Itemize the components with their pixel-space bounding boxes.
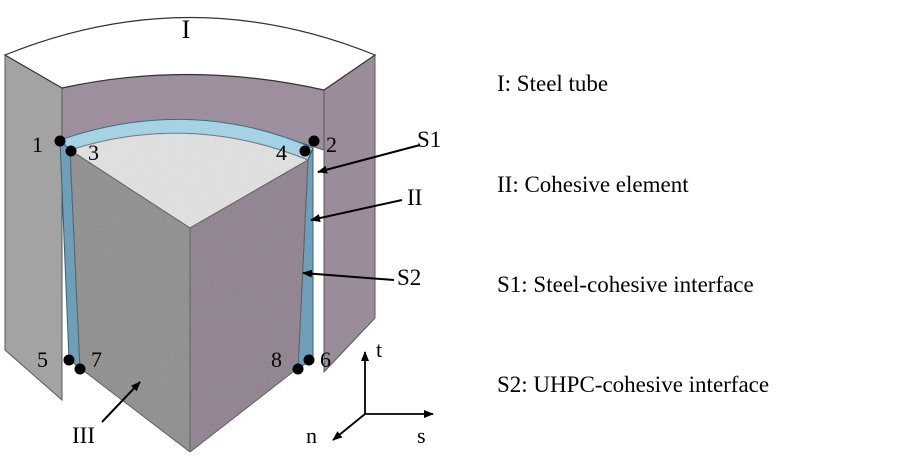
s1-leader-arrow (317, 144, 421, 174)
node-3-dot (65, 145, 77, 157)
node-5-label: 5 (37, 347, 48, 372)
node-4-dot (299, 145, 311, 157)
node-6-dot (303, 354, 315, 366)
region-label-cohesive: II (407, 185, 422, 210)
cohesive-leader-arrow (310, 199, 403, 222)
core-leader-arrow (101, 381, 141, 423)
n-axis-arrow (332, 413, 366, 441)
s-axis-label: s (417, 423, 426, 448)
node-6-label: 6 (320, 347, 331, 372)
node-7-label: 7 (91, 347, 102, 372)
node-3-label: 3 (88, 140, 99, 165)
node-8-label: 8 (271, 347, 282, 372)
n-axis-label: n (306, 423, 317, 448)
node-1-dot (54, 135, 66, 147)
region-label-uhpc-core: III (72, 423, 95, 448)
t-axis-label: t (376, 337, 382, 362)
node-8-dot (292, 363, 304, 375)
interface-label-s2: S2 (397, 265, 421, 290)
node-7-dot (74, 363, 86, 375)
interface-label-s1: S1 (417, 127, 441, 152)
legend-item-uhpc-cohesive-interface: S2: UHPC-cohesive interface (497, 372, 770, 397)
steel-tube-top-face (3, 16, 377, 91)
node-5-dot (63, 354, 75, 366)
node-4-label: 4 (276, 140, 287, 165)
local-coordinate-axes: t s n (306, 337, 434, 448)
steel-tube-outer-right-face (323, 54, 376, 374)
legend-item-steel-tube: I: Steel tube (497, 71, 609, 96)
node-1-label: 1 (32, 132, 43, 157)
node-2-dot (308, 135, 320, 147)
region-label-steel-tube: I (182, 15, 191, 44)
uhpc-core-top-face (68, 132, 310, 229)
legend-item-cohesive-element: II: Cohesive element (497, 172, 689, 197)
legend-item-steel-cohesive-interface: S1: Steel-cohesive interface (497, 272, 754, 297)
s2-leader-arrow (302, 269, 395, 281)
steel-tube-outer-left-face (4, 54, 63, 402)
node-2-label: 2 (326, 132, 337, 157)
node-labels: 1 3 4 2 5 7 8 6 (32, 132, 337, 372)
node-markers (54, 135, 320, 375)
